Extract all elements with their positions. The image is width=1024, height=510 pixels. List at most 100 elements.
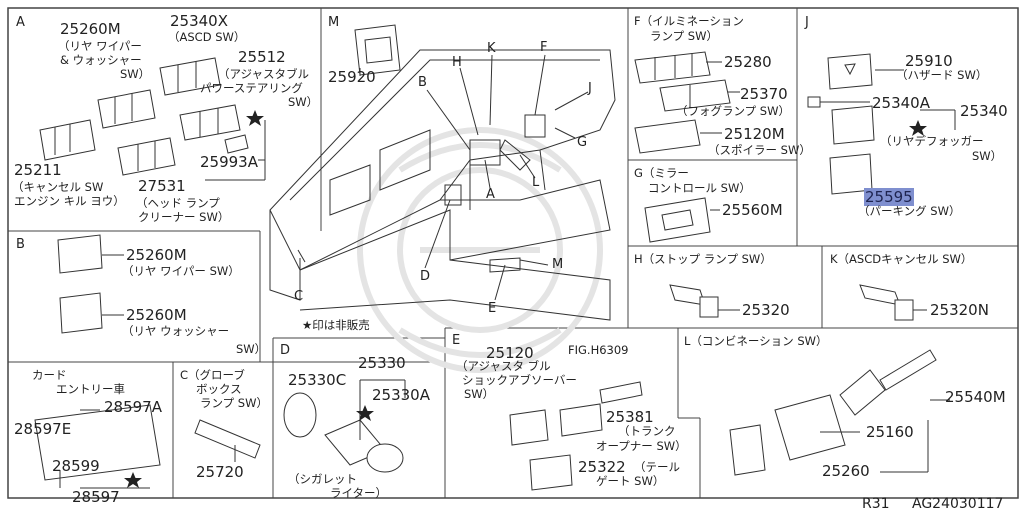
part-25560M[interactable]: 25560M xyxy=(722,201,783,219)
label-glovebox-2: ボックス xyxy=(196,382,242,396)
part-25595-highlight[interactable]: 25595 xyxy=(864,188,914,206)
part-25340[interactable]: 25340 xyxy=(960,102,1008,120)
label-hazard: （ハザード SW） xyxy=(896,68,988,82)
part-25320N[interactable]: 25320N xyxy=(930,301,989,319)
label-shock-2: ショックアブソーバー xyxy=(462,373,577,387)
part-sketches xyxy=(34,24,937,491)
part-25595[interactable]: 25595 xyxy=(864,188,914,206)
part-25330[interactable]: 25330 xyxy=(358,354,406,372)
label-card-2: エントリー車 xyxy=(56,382,125,396)
footer-code: AG24030117 xyxy=(912,496,1004,510)
label-illum-1: F（イルミネーション xyxy=(634,14,744,28)
part-28597A[interactable]: 28597A xyxy=(104,398,162,416)
part-25381[interactable]: 25381 xyxy=(606,408,654,426)
label-sw: SW） xyxy=(120,67,151,81)
label-fog: （フォグランプ SW） xyxy=(676,104,790,118)
label-rear-washer: （リヤ ウォッシャー xyxy=(122,324,230,338)
part-28599[interactable]: 28599 xyxy=(52,457,100,475)
dashboard-sketch xyxy=(269,49,616,321)
part-25280[interactable]: 25280 xyxy=(724,53,772,71)
dash-label-e: E xyxy=(488,301,497,316)
label-adj-power-2: パワーステアリング xyxy=(200,81,303,95)
label-stop-lamp: H（ストップ ランプ SW） xyxy=(634,252,772,266)
label-trunk-2: オープナー SW） xyxy=(596,439,687,453)
label-cig-2: ライター） xyxy=(330,486,388,500)
part-25512[interactable]: 25512 xyxy=(238,48,286,66)
label-illum-2: ランプ SW） xyxy=(650,29,718,43)
dash-label-k: K xyxy=(487,41,496,56)
footer-model: R31 xyxy=(862,496,890,510)
panel-d-letter: D xyxy=(280,343,291,358)
label-spoiler: （スポイラー SW） xyxy=(708,143,811,157)
label-headlamp-2: クリーナー SW） xyxy=(138,210,230,224)
part-25160[interactable]: 25160 xyxy=(866,423,914,441)
part-25260M-b2[interactable]: 25260M xyxy=(126,306,187,324)
star-markers xyxy=(124,110,927,488)
label-shock-1: （アジャスタ ブル xyxy=(456,359,551,373)
dash-label-l: L xyxy=(532,175,540,190)
dash-label-g: G xyxy=(577,135,588,150)
part-25720[interactable]: 25720 xyxy=(196,463,244,481)
part-25330C[interactable]: 25330C xyxy=(288,371,347,389)
panel-j-letter: J xyxy=(805,15,809,30)
label-ascd-sw: （ASCD SW） xyxy=(168,30,246,44)
part-25920[interactable]: 25920 xyxy=(328,68,376,86)
label-trunk-1: （トランク xyxy=(618,424,676,438)
dash-label-b: B xyxy=(418,75,427,90)
part-25322[interactable]: 25322 xyxy=(578,458,626,476)
label-tail-1: （テール xyxy=(634,460,680,474)
label-parking: （パーキング SW） xyxy=(858,204,961,218)
panel-m-letter: M xyxy=(328,15,340,30)
part-25993A[interactable]: 25993A xyxy=(200,153,258,171)
part-25910[interactable]: 25910 xyxy=(905,52,953,70)
label-sw-b: SW） xyxy=(236,342,267,356)
watermark-emblem xyxy=(357,127,603,373)
dash-label-a: A xyxy=(486,187,495,202)
part-25330A[interactable]: 25330A xyxy=(372,386,430,404)
label-shock-3: SW） xyxy=(464,387,495,401)
label-card-1: カード xyxy=(32,368,67,382)
label-fig: FIG.H6309 xyxy=(568,343,629,357)
part-25120[interactable]: 25120 xyxy=(486,344,534,362)
part-25370[interactable]: 25370 xyxy=(740,85,788,103)
part-25120M[interactable]: 25120M xyxy=(724,125,785,143)
part-25211[interactable]: 25211 xyxy=(14,161,62,179)
dash-label-f: F xyxy=(540,40,548,55)
label-cancel-sw: （キャンセル SW xyxy=(12,180,104,194)
label-headlamp-1: （ヘッド ランプ xyxy=(136,196,220,210)
label-mirror-2: コントロール SW） xyxy=(648,181,751,195)
part-25540M[interactable]: 25540M xyxy=(945,388,1006,406)
label-engine-key: エンジン キル ヨウ） xyxy=(14,194,125,208)
dash-label-d: D xyxy=(420,269,431,284)
part-25260M-b1[interactable]: 25260M xyxy=(126,246,187,264)
label-combination: L（コンビネーション SW） xyxy=(684,334,828,348)
dash-label-c: C xyxy=(294,289,304,304)
label-mirror-1: G（ミラー xyxy=(634,166,689,180)
label-defog-2: SW） xyxy=(972,149,1003,163)
label-tail-2: ゲート SW） xyxy=(596,474,665,488)
label-ascd-cancel: K（ASCDキャンセル SW） xyxy=(830,252,973,266)
part-28597E[interactable]: 28597E xyxy=(14,420,72,438)
label-and-washer: & ウォッシャー xyxy=(60,53,142,67)
label-glovebox-3: ランプ SW） xyxy=(200,396,268,410)
dash-label-m: M xyxy=(552,257,564,272)
part-27531[interactable]: 27531 xyxy=(138,177,186,195)
part-25340A[interactable]: 25340A xyxy=(872,94,930,112)
part-leaders xyxy=(59,61,956,489)
label-rear-wiper-washer: （リヤ ワイパー xyxy=(58,39,142,53)
label-rear-wiper: （リヤ ワイパー SW） xyxy=(122,264,240,278)
part-28597[interactable]: 28597 xyxy=(72,488,120,506)
dash-label-j: J xyxy=(588,81,592,96)
panel-e-letter: E xyxy=(452,333,461,348)
part-25320[interactable]: 25320 xyxy=(742,301,790,319)
label-adj-power-3: SW） xyxy=(288,95,319,109)
panel-a-letter: A xyxy=(16,15,25,30)
label-defog-1: （リヤデフォッガー xyxy=(880,134,984,148)
part-25260M[interactable]: 25260M xyxy=(60,20,121,38)
panel-b-letter: B xyxy=(16,237,25,252)
part-25260[interactable]: 25260 xyxy=(822,462,870,480)
part-25340X[interactable]: 25340X xyxy=(170,12,228,30)
label-glovebox-1: C（グローブ xyxy=(180,368,245,382)
